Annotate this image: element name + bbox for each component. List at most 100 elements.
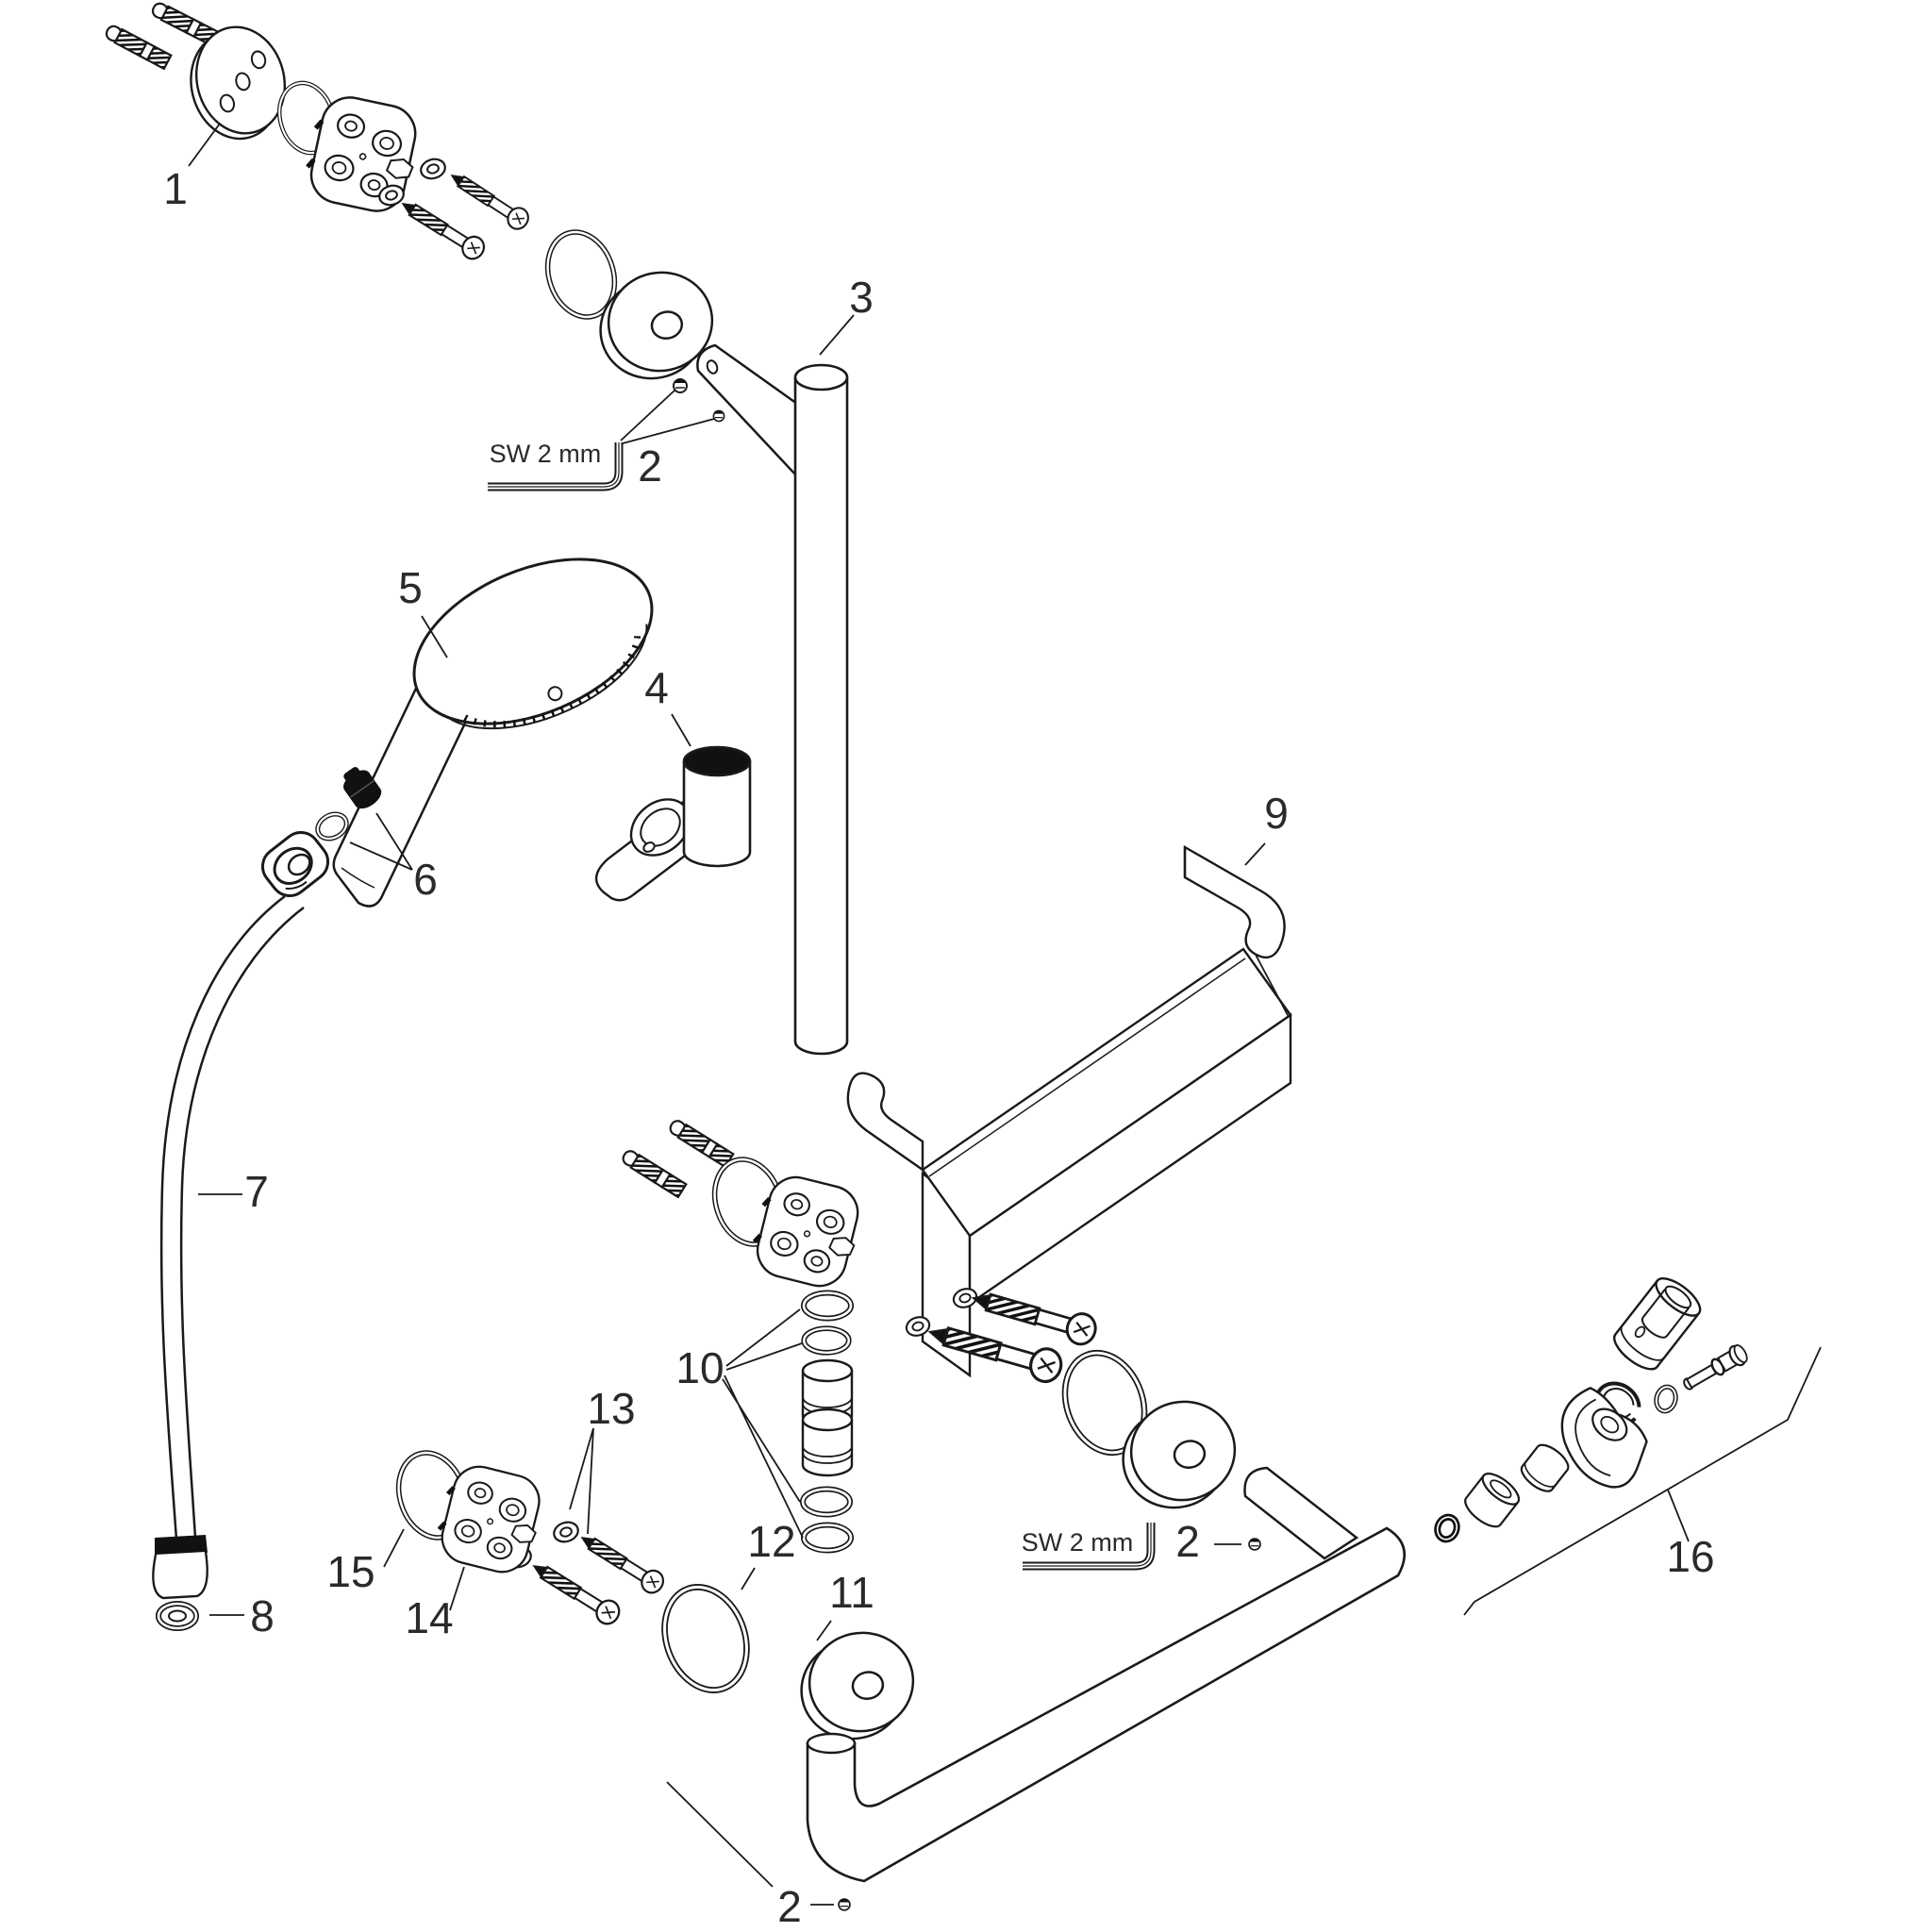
wall-plate (190, 25, 287, 141)
leader-line-part-6 (349, 812, 413, 871)
stack-o-ring (804, 1525, 851, 1551)
holder-sleeve-body (682, 761, 752, 868)
holder-sleeve (1613, 1277, 1702, 1371)
hand-shower (332, 558, 654, 908)
wall-anchor (149, 0, 219, 46)
mounting-bracket (302, 92, 425, 217)
callout-part-6: 6 (413, 855, 438, 904)
holder-sleeve-opening (682, 745, 752, 777)
holder-repair-set (1434, 1277, 1822, 1616)
tool-note-top: SW 2 mm (490, 440, 602, 468)
pivot-pin (1683, 1344, 1748, 1391)
grab-bar-tube (806, 1526, 1406, 1883)
rail-top-fixing (488, 224, 725, 491)
wall-anchor (666, 1117, 735, 1169)
hand-shower-head (412, 558, 654, 730)
leader-line-part-15 (383, 1528, 405, 1568)
mounting-bracket (747, 1171, 866, 1292)
callout-part-2-bottom: 2 (777, 1882, 802, 1931)
wall-anchor (103, 22, 173, 70)
stack-o-ring (804, 1328, 849, 1353)
stub-arm (1243, 1466, 1359, 1560)
washer (417, 155, 449, 183)
hose-washer (156, 1601, 244, 1631)
wall-mount-bottom (383, 1444, 548, 1611)
callout-part-10: 10 (675, 1343, 724, 1392)
callout-part-7: 7 (244, 1167, 269, 1216)
callout-part-4: 4 (644, 663, 669, 712)
callout-part-3: 3 (849, 273, 874, 322)
callout-part-2-right: 2 (1175, 1517, 1200, 1566)
callout-part-11: 11 (829, 1568, 874, 1617)
shelf (846, 842, 1292, 1378)
leader-line-part-3 (819, 314, 855, 356)
hose-outline (159, 895, 286, 1541)
shelf-left-hook (846, 1072, 924, 1173)
hand-shower-handle (332, 671, 474, 908)
callout-part-15: 15 (326, 1547, 375, 1596)
callout-part-9: 9 (1264, 789, 1289, 838)
elbow-fixing (651, 1567, 925, 1750)
leader-line-part-2-top (620, 389, 715, 444)
callout-part-8: 8 (250, 1591, 275, 1641)
seal-stack (722, 1293, 854, 1551)
filter-insert (343, 767, 382, 809)
bar-top-cap (793, 363, 849, 391)
hose-nut-band (155, 1535, 208, 1557)
bar-tube (793, 377, 849, 1056)
wall-mount-right (903, 1281, 1261, 1571)
shelf-right-hook (1183, 844, 1286, 959)
cup-bushing (1520, 1443, 1570, 1492)
sealing-washer (315, 811, 349, 841)
set-screw (712, 409, 725, 423)
leader-line-part-9 (1244, 842, 1266, 866)
hose-connector-parts (260, 767, 413, 898)
callout-part-2-top: 2 (638, 441, 662, 491)
holder-cradle (1560, 1387, 1648, 1489)
leader-line-part-2-bottom-diagonal (666, 1781, 774, 1888)
leader-line-part-12 (741, 1567, 756, 1591)
fixing-set-bottom (503, 1427, 669, 1629)
screw (968, 1281, 1101, 1349)
arm-hole (706, 359, 719, 375)
screw (444, 165, 534, 234)
stack-o-ring (803, 1490, 850, 1515)
callout-part-16: 16 (1666, 1532, 1714, 1581)
leader-line-part-1 (188, 123, 221, 167)
leader-line-part-13 (569, 1427, 594, 1535)
wall-bar-vertical (696, 314, 855, 1056)
small-o-ring (1654, 1384, 1678, 1414)
callout-part-1: 1 (163, 164, 188, 213)
coupler (801, 1407, 854, 1477)
leader-line-part-5 (421, 615, 448, 658)
wall-mount-top (103, 0, 534, 264)
leader-line-part-11 (816, 1620, 832, 1641)
bushing (1464, 1473, 1521, 1528)
washer (550, 1518, 582, 1546)
bar-arm (696, 343, 799, 480)
screw (575, 1526, 669, 1598)
hose-cone-nut (152, 1551, 208, 1600)
stack-o-ring (804, 1293, 851, 1319)
wall-anchor (619, 1147, 688, 1199)
screw (395, 192, 490, 264)
leader-line-part-10 (722, 1308, 804, 1539)
leader-line-part-14 (449, 1566, 465, 1611)
callout-part-14: 14 (405, 1593, 453, 1642)
tool-note-bottom: SW 2 mm (1022, 1528, 1134, 1557)
hose-connector-nut (260, 830, 330, 898)
grab-bar-lower (666, 1466, 1406, 1911)
callout-part-13: 13 (587, 1384, 635, 1433)
shower-holder (595, 713, 752, 902)
set-screw (1248, 1538, 1261, 1551)
rosette-escutcheon (790, 1622, 925, 1750)
callout-part-12: 12 (747, 1517, 795, 1566)
dark-o-ring (1434, 1513, 1460, 1543)
shelf-front-wall (968, 1012, 1292, 1307)
set-screw (838, 1898, 851, 1911)
leader-line-part-16 (1463, 1346, 1822, 1616)
shower-hose (152, 895, 305, 1600)
holder-hole (642, 841, 656, 853)
elbow-opening (806, 1732, 857, 1755)
